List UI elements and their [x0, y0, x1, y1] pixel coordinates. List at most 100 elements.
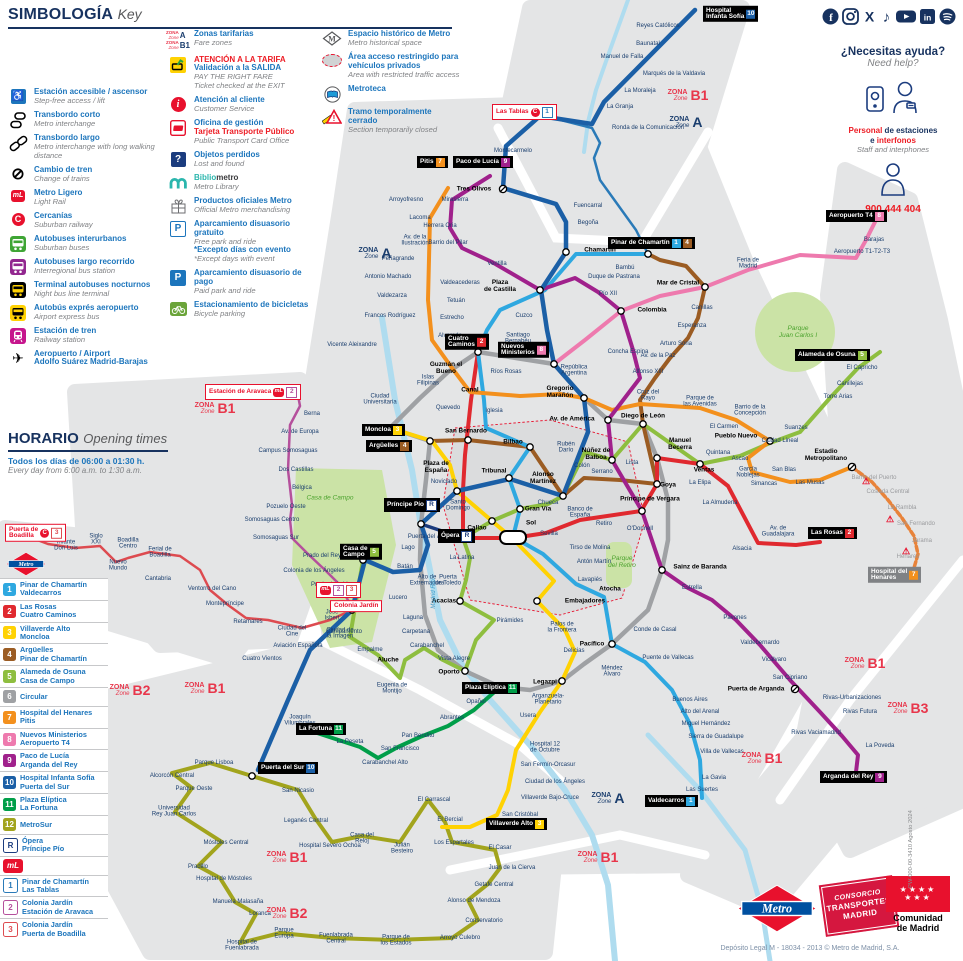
legend-item-subtitle: PAY THE RIGHT FARE — [194, 72, 273, 82]
interchange-station-dot — [638, 507, 646, 515]
historic-icon: M — [322, 31, 342, 46]
legend-item-subtitle: Metro Library — [194, 181, 239, 191]
card-office-icon — [168, 119, 188, 136]
person-icon — [828, 162, 958, 201]
x-icon[interactable]: X — [862, 8, 877, 30]
legend-item-subtitle: Suburban railway — [34, 219, 93, 229]
metro-line-11 — [306, 685, 502, 760]
legend-item-subtitle: Public Transport Card Office — [194, 135, 290, 145]
staff-text-red1: Personal — [848, 126, 883, 135]
metro-logo: Metro — [737, 884, 817, 938]
legend-item-title: Tramo temporalmente cerrado — [348, 107, 432, 126]
legend-item-subtitle: Step-free access / lift — [34, 95, 105, 105]
metro-line-6 — [387, 349, 671, 693]
legend-item-subtitle: Lost and found — [194, 158, 245, 168]
youtube-icon[interactable] — [896, 8, 916, 30]
interchange-station-dot — [456, 597, 464, 605]
interchange-station-dot — [550, 360, 558, 368]
opening-times-es: Todos los días de 06:00 a 01:30 h. — [8, 456, 145, 466]
opening-times-header: HORARIO Opening times — [8, 430, 168, 452]
interchange-station-dot — [766, 437, 774, 445]
interchange-station-dot — [453, 487, 461, 495]
svg-text:X: X — [865, 9, 875, 25]
p-outline-icon: P — [168, 220, 188, 237]
interchange-station-dot — [644, 250, 652, 258]
interchange-station-dot — [653, 454, 661, 462]
linkedin-icon[interactable]: in — [919, 8, 936, 30]
interchange-station-dot — [562, 248, 570, 256]
interchange-station-dot — [459, 534, 467, 542]
bus-purple-icon — [8, 258, 28, 275]
metro-line-4 — [428, 252, 707, 498]
legend-item-title: Atención al cliente — [194, 94, 265, 104]
interchange-station-dot — [348, 606, 356, 614]
interchange-short-icon — [8, 112, 28, 129]
facebook-icon[interactable]: f — [822, 8, 839, 30]
interchange-station-dot — [359, 556, 367, 564]
legend-item-subtitle: Paid park and ride — [194, 285, 256, 295]
legend-item-restricted: Área acceso restringido para vehículos p… — [322, 51, 460, 79]
legend-item-title: Área acceso restringido para vehículos p… — [348, 51, 459, 70]
legend-item-subtitle: Metro interchange with long walking dist… — [34, 142, 155, 160]
legend-item-title: Metro Ligero — [34, 187, 83, 197]
legend-item-pre: ATENCIÓN A LA TARIFA — [194, 54, 286, 64]
legend-item-subtitle: Free park and ride — [194, 236, 257, 246]
legend-item-title: Terminal autobuses nocturnos — [34, 279, 151, 289]
spotify-icon[interactable] — [939, 8, 956, 30]
staff-text: Personal de estaciones e interfonos — [828, 126, 958, 145]
interchange-station-dot — [526, 443, 534, 451]
line-destinations: Circular — [20, 691, 48, 701]
metro-ligero-icon: mL — [8, 189, 28, 202]
staff-text-rest1: de estaciones — [882, 126, 938, 135]
svg-text:in: in — [924, 13, 932, 23]
legend-item-title: Oficina de gestión — [194, 117, 264, 127]
metro-line-ML3 — [30, 536, 354, 630]
legend-item-metroteca: Metroteca — [322, 84, 460, 103]
metro-line-7 — [426, 186, 854, 484]
change-of-trains-slash — [499, 185, 507, 193]
change-train-icon: ⊘ — [11, 165, 25, 183]
social-icons: f X ♪ in — [822, 8, 956, 30]
change-of-trains-slash — [791, 685, 799, 693]
sol-station-marker — [499, 530, 527, 545]
interchange-station-dot — [516, 505, 524, 513]
instagram-icon[interactable] — [842, 8, 859, 30]
svg-text:f: f — [829, 12, 833, 24]
legend-header: SIMBOLOGÍA Key — [8, 6, 452, 29]
legend-item-subtitle: Fare zones — [194, 37, 232, 47]
legend-item-title: Zonas tarifarias — [194, 29, 254, 38]
legend-item-title: Autobuses largo recorrido — [34, 256, 135, 266]
tiktok-icon[interactable]: ♪ — [880, 8, 893, 30]
restricted-icon — [322, 53, 342, 67]
interchange-station-dot — [653, 480, 661, 488]
legend-item-subtitle: Suburban buses — [34, 242, 90, 252]
interchange-station-dot — [559, 492, 567, 500]
change-of-trains-slash — [848, 463, 856, 471]
legend-item-title: Espacio histórico de Metro — [348, 29, 451, 38]
legend-item-title: Aeropuerto / Airport — [34, 348, 111, 358]
interchange-station-dot — [505, 474, 513, 482]
staff-text-pre2: e — [870, 135, 877, 145]
staff-text-red2: interfonos — [876, 135, 916, 145]
metro-line-2 — [461, 350, 822, 547]
legend-item-subtitle: Customer Service — [194, 103, 255, 113]
